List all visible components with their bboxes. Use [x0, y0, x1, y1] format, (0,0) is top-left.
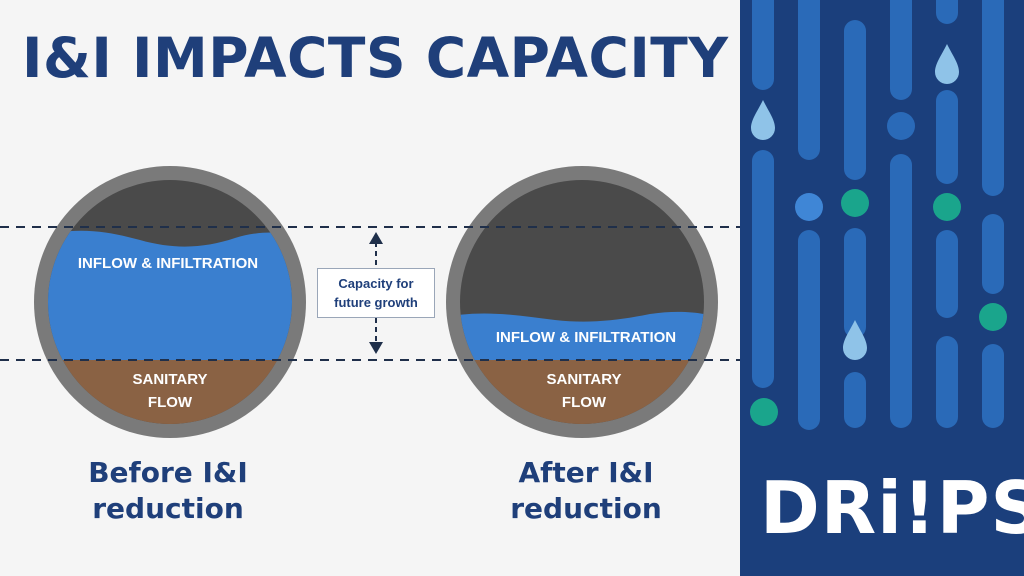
inflow-label-before: INFLOW & INFILTRATION: [78, 255, 258, 272]
drips-logo: DRi!PS: [760, 466, 1024, 550]
capacity-label-box: Capacity for future growth: [317, 268, 435, 318]
capacity-arrow: [369, 232, 383, 354]
sanitary-label-before-1: SANITARY: [133, 371, 208, 388]
sanitary-label-before-2: FLOW: [148, 394, 193, 411]
inflow-water: [48, 230, 292, 360]
brand-side-panel: [740, 0, 1024, 576]
sanitary-label-after-2: FLOW: [562, 394, 607, 411]
caption-after-line2: reduction: [510, 492, 662, 525]
caption-before-line2: reduction: [92, 492, 244, 525]
caption-after: After I&I reduction: [466, 455, 706, 527]
capacity-label-line2: future growth: [334, 295, 418, 310]
inflow-label-after: INFLOW & INFILTRATION: [496, 329, 676, 346]
caption-before-line1: Before I&I: [88, 456, 248, 489]
pipe-after: [446, 166, 718, 438]
caption-after-line1: After I&I: [518, 456, 654, 489]
decorative-dot: [795, 193, 823, 221]
water-drop-icon: [751, 44, 959, 360]
sanitary-label-after-1: SANITARY: [547, 371, 622, 388]
decorative-bars: [752, 0, 1004, 430]
capacity-diagram: INFLOW & INFILTRATION SANITARY FLOW INFL…: [0, 166, 740, 438]
capacity-label-line1: Capacity for: [338, 276, 414, 291]
caption-before: Before I&I reduction: [48, 455, 288, 527]
inflow-water: [460, 311, 704, 360]
teal-dots: [750, 189, 1007, 426]
page-title: I&I IMPACTS CAPACITY: [22, 26, 729, 90]
